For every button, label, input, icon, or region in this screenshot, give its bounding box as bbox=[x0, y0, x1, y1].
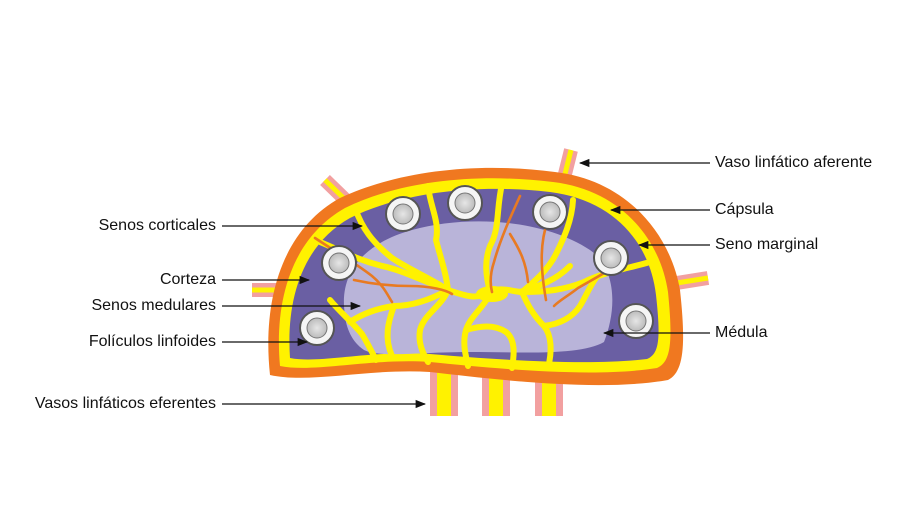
leader-arrows bbox=[222, 158, 710, 409]
label-capsula: Cápsula bbox=[715, 201, 774, 218]
label-senos-corticales: Senos corticales bbox=[98, 217, 216, 234]
label-vasos-eferentes: Vasos linfáticos eferentes bbox=[34, 395, 216, 412]
medullary-sinus bbox=[384, 303, 397, 359]
cortical-sinus bbox=[519, 259, 653, 295]
sinus-junction bbox=[476, 286, 508, 302]
medullary-sinus bbox=[517, 263, 573, 295]
medullary-sinus bbox=[463, 323, 517, 371]
blood-vessel bbox=[552, 266, 614, 308]
follicles bbox=[299, 185, 654, 346]
medulla bbox=[343, 221, 613, 355]
medullary-sinus bbox=[327, 297, 379, 363]
cortical-sinus bbox=[483, 181, 505, 295]
blood-vessel bbox=[508, 232, 530, 284]
label-vaso-aferente: Vaso linfático aferente bbox=[715, 154, 873, 171]
label-senos-medulares: Senos medulares bbox=[91, 297, 216, 314]
medullary-sinus bbox=[541, 275, 599, 329]
cortical-sinus bbox=[519, 197, 576, 295]
label-foliculos: Folículos linfoides bbox=[88, 333, 216, 350]
blood-vessel bbox=[352, 278, 454, 296]
cortical-sinus bbox=[425, 183, 451, 293]
blood-vessel bbox=[489, 194, 522, 294]
label-medula: Médula bbox=[715, 324, 768, 341]
medullary-sinus bbox=[416, 287, 451, 365]
label-seno-marginal: Seno marginal bbox=[715, 236, 819, 253]
label-corteza: Corteza bbox=[159, 271, 216, 288]
